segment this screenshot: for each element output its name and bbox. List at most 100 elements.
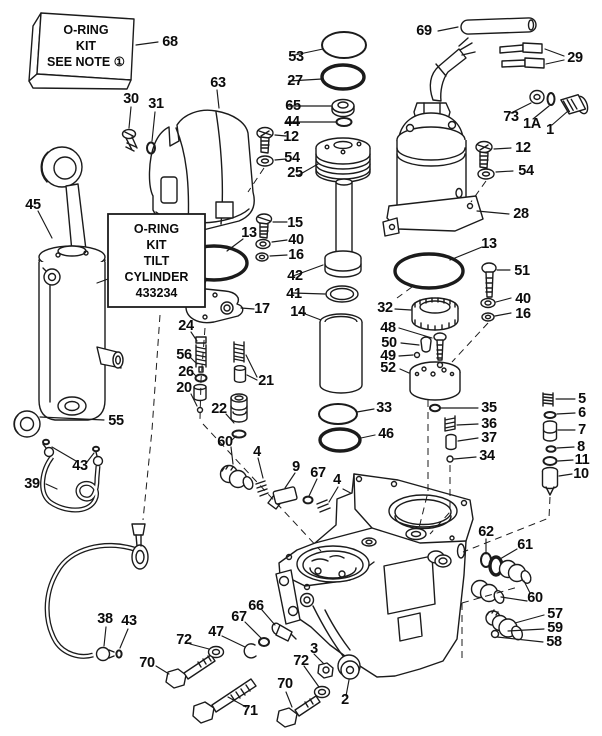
- bushing-55: [13, 410, 105, 438]
- part-label-50: 50: [381, 335, 397, 351]
- part-label-49: 49: [380, 348, 396, 364]
- part-label-14: 14: [290, 304, 306, 320]
- part-label-60b: 60: [527, 590, 543, 606]
- cable-sleeve-69: [437, 17, 537, 35]
- part-label-4a: 4: [253, 444, 261, 460]
- part-label-8: 8: [577, 439, 585, 455]
- part-label-70a: 70: [139, 655, 155, 671]
- note-line: TILT: [143, 253, 170, 268]
- wear-ring-41: [292, 285, 359, 303]
- part-label-22: 22: [211, 401, 227, 417]
- pump-body-52: [399, 361, 461, 401]
- part-label-63: 63: [210, 75, 226, 91]
- part-label-32: 32: [377, 300, 393, 316]
- part-label-15: 15: [287, 215, 303, 231]
- part-label-26: 26: [178, 364, 194, 380]
- part-label-29: 29: [567, 50, 583, 66]
- part-label-12a: 12: [283, 129, 299, 145]
- part-label-71: 71: [242, 703, 258, 719]
- piston-rod-42: [292, 178, 362, 278]
- part-label-21: 21: [258, 373, 274, 389]
- valve-22: [225, 393, 248, 465]
- part-label-13a: 13: [241, 225, 257, 241]
- part-label-67b: 67: [231, 609, 247, 625]
- part-label-51: 51: [514, 263, 530, 279]
- tilt-cylinder: [37, 146, 124, 421]
- part-label-58: 58: [546, 634, 562, 650]
- part-label-56: 56: [176, 347, 192, 363]
- pump-screw-48-parts-50-49: [398, 327, 447, 361]
- note-line: O-RING: [133, 221, 180, 236]
- part-label-66: 66: [248, 598, 264, 614]
- orings-33-46: [318, 403, 376, 453]
- part-label-7: 7: [578, 422, 586, 438]
- note-line: CYLINDER: [124, 269, 189, 284]
- part-label-38: 38: [97, 611, 113, 627]
- tilt-kit-note-text: O-RING KIT TILT CYLINDER 433234: [110, 216, 203, 305]
- part-label-48: 48: [380, 320, 396, 336]
- manifold-housing: [275, 473, 474, 678]
- screw-30-oring-31: [121, 106, 156, 155]
- part-label-37: 37: [481, 430, 497, 446]
- part-label-17: 17: [254, 301, 270, 317]
- part-label-1: 1: [546, 122, 554, 138]
- part-label-31: 31: [148, 96, 164, 112]
- part-label-33: 33: [376, 400, 392, 416]
- note-line: 433234: [135, 285, 178, 300]
- hose-38: [44, 523, 149, 662]
- bolt-71: [192, 678, 257, 724]
- part-label-28: 28: [513, 206, 529, 222]
- part-label-25: 25: [287, 165, 303, 181]
- part-label-53: 53: [288, 49, 304, 65]
- part-label-45: 45: [25, 197, 41, 213]
- screw-51-washers-40-16: [451, 262, 512, 363]
- washer-73-oring-1a-plug-1: [510, 89, 589, 126]
- part-label-40b: 40: [515, 291, 531, 307]
- oring-kit-note-text: O-RING KIT SEE NOTE ①: [40, 16, 132, 76]
- part-label-16b: 16: [515, 306, 531, 322]
- part-label-16a: 16: [288, 247, 304, 263]
- part-label-3: 3: [310, 641, 318, 657]
- part-label-65: 65: [285, 98, 301, 114]
- part-label-4b: 4: [333, 472, 341, 488]
- relief-valve-21: [233, 341, 258, 383]
- part-label-13b: 13: [481, 236, 497, 252]
- part-label-72a: 72: [176, 632, 192, 648]
- note-line: O-RING: [63, 23, 109, 37]
- terminals-29: [499, 42, 565, 69]
- part-label-36: 36: [481, 416, 497, 432]
- part-label-1a: 1A: [523, 116, 541, 132]
- part-label-39: 39: [24, 476, 40, 492]
- part-label-5: 5: [578, 391, 586, 407]
- washers-and-small-parts-bottom: [189, 609, 360, 699]
- part-label-68: 68: [162, 34, 178, 50]
- part-label-12b: 12: [515, 140, 531, 156]
- part-label-55: 55: [108, 413, 124, 429]
- screw-12-washer-54-right: [470, 140, 514, 203]
- note-line: KIT: [75, 39, 97, 53]
- part-label-72b: 72: [293, 653, 309, 669]
- part-label-24: 24: [178, 318, 194, 334]
- cylinder-sleeve-14: [299, 311, 363, 394]
- screw-12-washer-54-left: [247, 126, 287, 193]
- construction-lines: [96, 278, 551, 658]
- part-label-62: 62: [478, 524, 494, 540]
- part-label-54b: 54: [518, 163, 534, 179]
- part-label-2: 2: [341, 692, 349, 708]
- part-label-20: 20: [176, 380, 192, 396]
- part-label-42: 42: [287, 268, 303, 284]
- bolt-70-right: [276, 691, 321, 728]
- part-label-70b: 70: [277, 676, 293, 692]
- part-label-44: 44: [284, 114, 300, 130]
- part-label-54a: 54: [284, 150, 300, 166]
- note-line: SEE NOTE ①: [47, 55, 125, 69]
- part-label-60a: 60: [217, 434, 233, 450]
- part-label-35: 35: [481, 400, 497, 416]
- hose-39: [40, 438, 104, 513]
- oring-kit-note-box: [28, 12, 159, 90]
- valve-column-5-10: [541, 392, 576, 496]
- part-label-6: 6: [578, 405, 586, 421]
- part-label-52: 52: [380, 360, 396, 376]
